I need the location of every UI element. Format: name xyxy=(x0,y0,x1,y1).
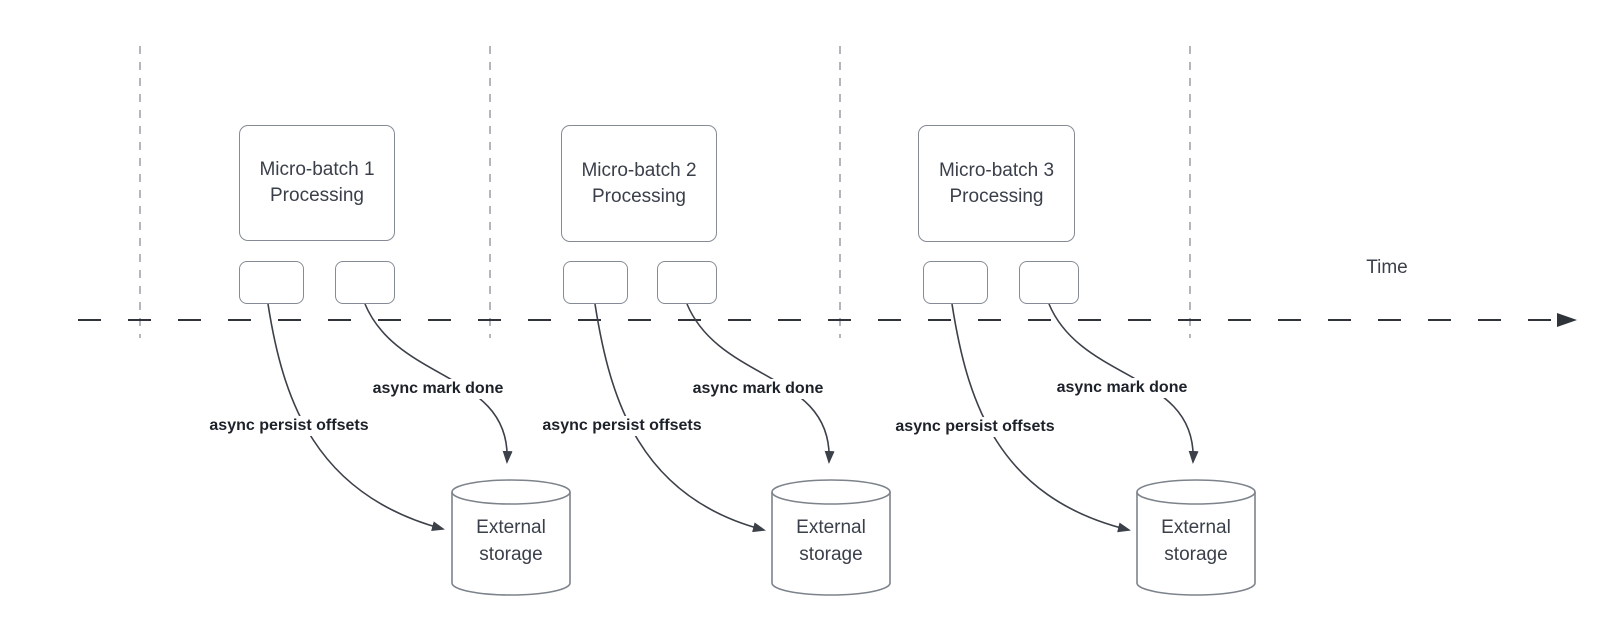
micro-batch-3-title: Micro-batch 3 xyxy=(938,159,1055,181)
mark-done-task-box-3 xyxy=(1019,261,1079,304)
async-persist-offsets-label-1: async persist offsets xyxy=(204,416,374,436)
micro-batch-1-node: Micro-batch 1 Processing xyxy=(239,125,395,241)
async-persist-offsets-label-2: async persist offsets xyxy=(537,416,707,436)
external-storage-label-1: External storage xyxy=(476,517,546,565)
mark-done-arrow-1 xyxy=(364,303,513,464)
persist-offsets-arrow-3 xyxy=(951,303,1131,533)
micro-batch-2-subtitle: Processing xyxy=(592,185,686,207)
external-storage-label-3: External storage xyxy=(1161,517,1231,565)
external-storage-shape-1 xyxy=(451,479,571,596)
external-storage-shape-3 xyxy=(1136,479,1256,596)
micro-batch-3-subtitle: Processing xyxy=(949,185,1044,207)
micro-batch-3-node: Micro-batch 3 Processing xyxy=(918,125,1075,242)
offset-task-box-1 xyxy=(239,261,304,304)
time-axis-label: Time xyxy=(1366,257,1408,278)
offset-task-box-2 xyxy=(563,261,628,304)
micro-batch-2-title: Micro-batch 2 xyxy=(581,159,697,181)
async-mark-done-label-3: async mark done xyxy=(1051,378,1193,398)
mark-done-arrow-2 xyxy=(686,303,835,464)
async-persist-offsets-label-3: async persist offsets xyxy=(890,417,1060,437)
persist-offsets-arrow-1 xyxy=(267,303,445,532)
micro-batch-1-title: Micro-batch 1 xyxy=(259,159,375,180)
external-storage-shape-2 xyxy=(771,479,891,596)
offset-task-box-3 xyxy=(923,261,988,304)
micro-batch-2-node: Micro-batch 2 Processing xyxy=(561,125,717,242)
async-mark-done-label-2: async mark done xyxy=(687,379,829,399)
mark-done-task-box-1 xyxy=(335,261,395,304)
async-mark-done-label-1: async mark done xyxy=(367,379,509,399)
mark-done-task-box-2 xyxy=(657,261,717,304)
persist-offsets-arrow-2 xyxy=(594,303,766,533)
external-storage-label-2: External storage xyxy=(796,517,866,565)
micro-batch-1-subtitle: Processing xyxy=(270,185,364,206)
